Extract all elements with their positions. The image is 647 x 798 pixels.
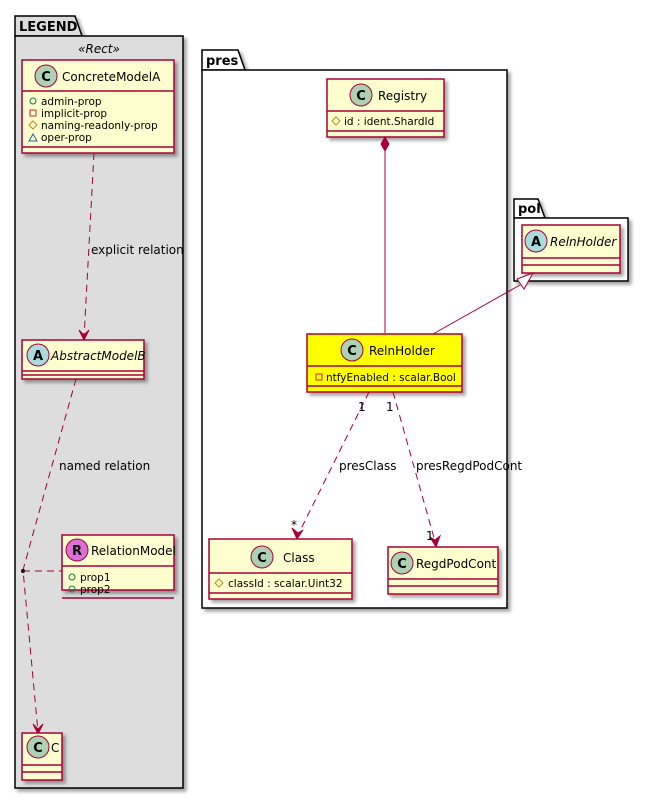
class-pol-relnholder[interactable]: A RelnHolder [521,224,621,274]
arrow-head-icon [291,527,304,541]
attribute: ntfyEnabled : scalar.Bool [326,372,456,384]
abstract-a-icon [524,229,548,253]
class-registry[interactable]: C Registry id : ident.ShardId [326,78,445,138]
legend-title: LEGEND [19,20,78,35]
class-name: RelationModel [91,544,176,558]
class-concrete-model-a[interactable]: C ConcreteModelA admin-prop implicit-pro… [21,59,175,154]
attribute: admin-prop [41,96,102,108]
protected-icon [214,578,224,588]
package-icon [28,132,38,142]
legend-package: LEGEND «Rect» [14,15,184,789]
svg-text:R: R [72,544,82,559]
class-c-icon [250,545,274,569]
class-name: C [51,741,59,755]
attribute: oper-prop [41,132,92,144]
svg-text:C: C [257,551,267,566]
public-icon [68,585,76,593]
class-class[interactable]: C Class classId : scalar.Uint32 [208,538,353,600]
arrow-head-icon [78,329,90,342]
class-pres-relnholder[interactable]: C RelnHolder ntfyEnabled : scalar.Bool [306,333,463,393]
edge-label: explicit relation [91,243,184,257]
pol-title: pol [518,202,541,217]
edge-explicit-relation: explicit relation [78,152,184,342]
class-name: ConcreteModelA [62,70,161,84]
class-name: RegdPodCont [416,557,497,571]
svg-text:C: C [356,89,366,104]
class-regd-pod-cont[interactable]: C RegdPodCont [387,546,499,595]
edge-composition [380,135,390,333]
class-name: RelnHolder [369,344,435,358]
legend-stereotype: «Rect» [78,42,120,56]
public-icon [29,97,37,105]
source-multiplicity: 1 [386,400,394,414]
svg-text:C: C [347,344,357,359]
attribute: implicit-prop [41,108,107,120]
attribute: classId : scalar.Uint32 [228,578,343,590]
edge-pres-class: 1 * presClass [291,391,397,541]
composition-diamond-icon [380,135,390,153]
edge-pres-regd-pod-cont: 1 1 presRegdPodCont [386,391,522,549]
class-c-icon [340,338,364,362]
target-multiplicity: * [291,518,297,532]
protected-icon [28,120,38,130]
edge-label: presRegdPodCont [416,459,522,473]
svg-text:A: A [531,235,541,250]
protected-icon [331,116,341,126]
class-c[interactable]: C C [21,732,63,781]
inheritance-triangle-icon [516,272,535,290]
edge-label: presClass [339,459,397,473]
svg-text:C: C [33,741,43,756]
private-icon [315,373,323,381]
pres-title: pres [206,54,239,69]
arrow-head-icon [429,534,442,549]
relation-r-icon [65,538,89,562]
class-relation-model[interactable]: R RelationModel prop1 prop2 [61,534,176,599]
private-icon [29,109,37,117]
class-name: Class [283,551,315,565]
edge-generalization [432,272,535,335]
class-c-icon [34,64,58,88]
abstract-a-icon [26,343,50,367]
svg-text:C: C [397,557,407,572]
class-c-icon [26,735,50,759]
class-c-icon [349,83,373,107]
edge-label: named relation [59,459,150,473]
attribute: prop1 [80,572,111,584]
source-multiplicity: 1 [358,400,366,414]
class-name: Registry [378,89,427,103]
class-abstract-model-b[interactable]: A AbstractModelB [21,339,146,380]
attribute: naming-readonly-prop [41,120,158,132]
class-c-icon [390,551,414,575]
target-multiplicity: 1 [426,529,434,543]
public-icon [68,573,76,581]
class-name: AbstractModelB [50,349,146,363]
arrow-head-icon [32,723,44,736]
attribute: prop2 [80,584,111,596]
edge-named-relation: named relation [21,378,150,736]
svg-text:A: A [33,349,43,364]
attribute: id : ident.ShardId [344,116,434,128]
svg-text:C: C [41,70,51,85]
class-name: RelnHolder [550,235,617,249]
